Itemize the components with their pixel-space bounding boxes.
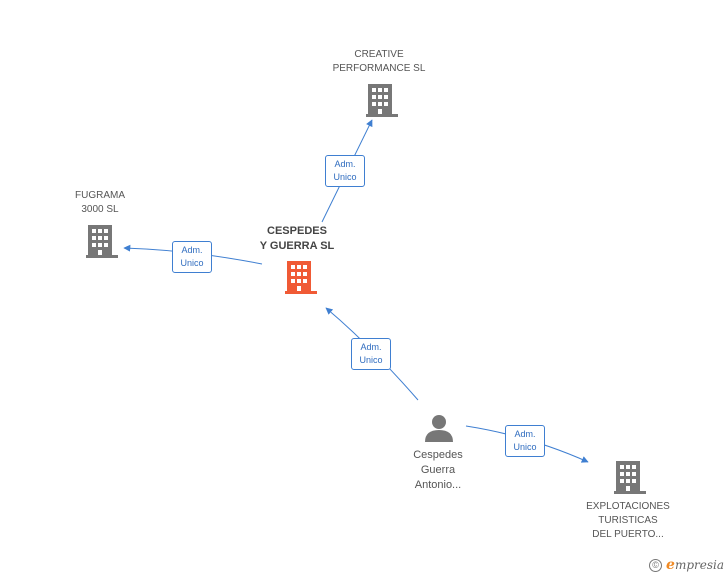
node-label-creative[interactable]: CREATIVE PERFORMANCE SL — [332, 49, 426, 74]
node-label-person[interactable]: Cespedes Guerra Antonio... — [413, 449, 463, 491]
node-label-fugrama[interactable]: FUGRAMA 3000 SL — [75, 190, 125, 215]
building-icon[interactable] — [86, 225, 118, 258]
edge-label-explotaciones[interactable]: Adm. Unico — [505, 425, 545, 457]
copyright-icon: © — [649, 558, 663, 572]
node-label-explotaciones[interactable]: EXPLOTACIONES TURISTICAS DEL PUERTO... — [586, 501, 670, 540]
edge-label-creative[interactable]: Adm. Unico — [325, 155, 365, 187]
footer-brand[interactable]: ©empresia — [649, 557, 724, 573]
building-icon[interactable] — [614, 461, 646, 494]
person-icon[interactable] — [425, 415, 453, 442]
edge-label-person-center[interactable]: Adm. Unico — [351, 338, 391, 370]
node-label-center[interactable]: CESPEDES Y GUERRA SL — [259, 225, 335, 252]
edge-label-fugrama[interactable]: Adm. Unico — [172, 241, 212, 273]
building-icon-center[interactable] — [285, 261, 317, 294]
empresia-logo: empresia — [666, 557, 724, 573]
building-icon[interactable] — [366, 84, 398, 117]
